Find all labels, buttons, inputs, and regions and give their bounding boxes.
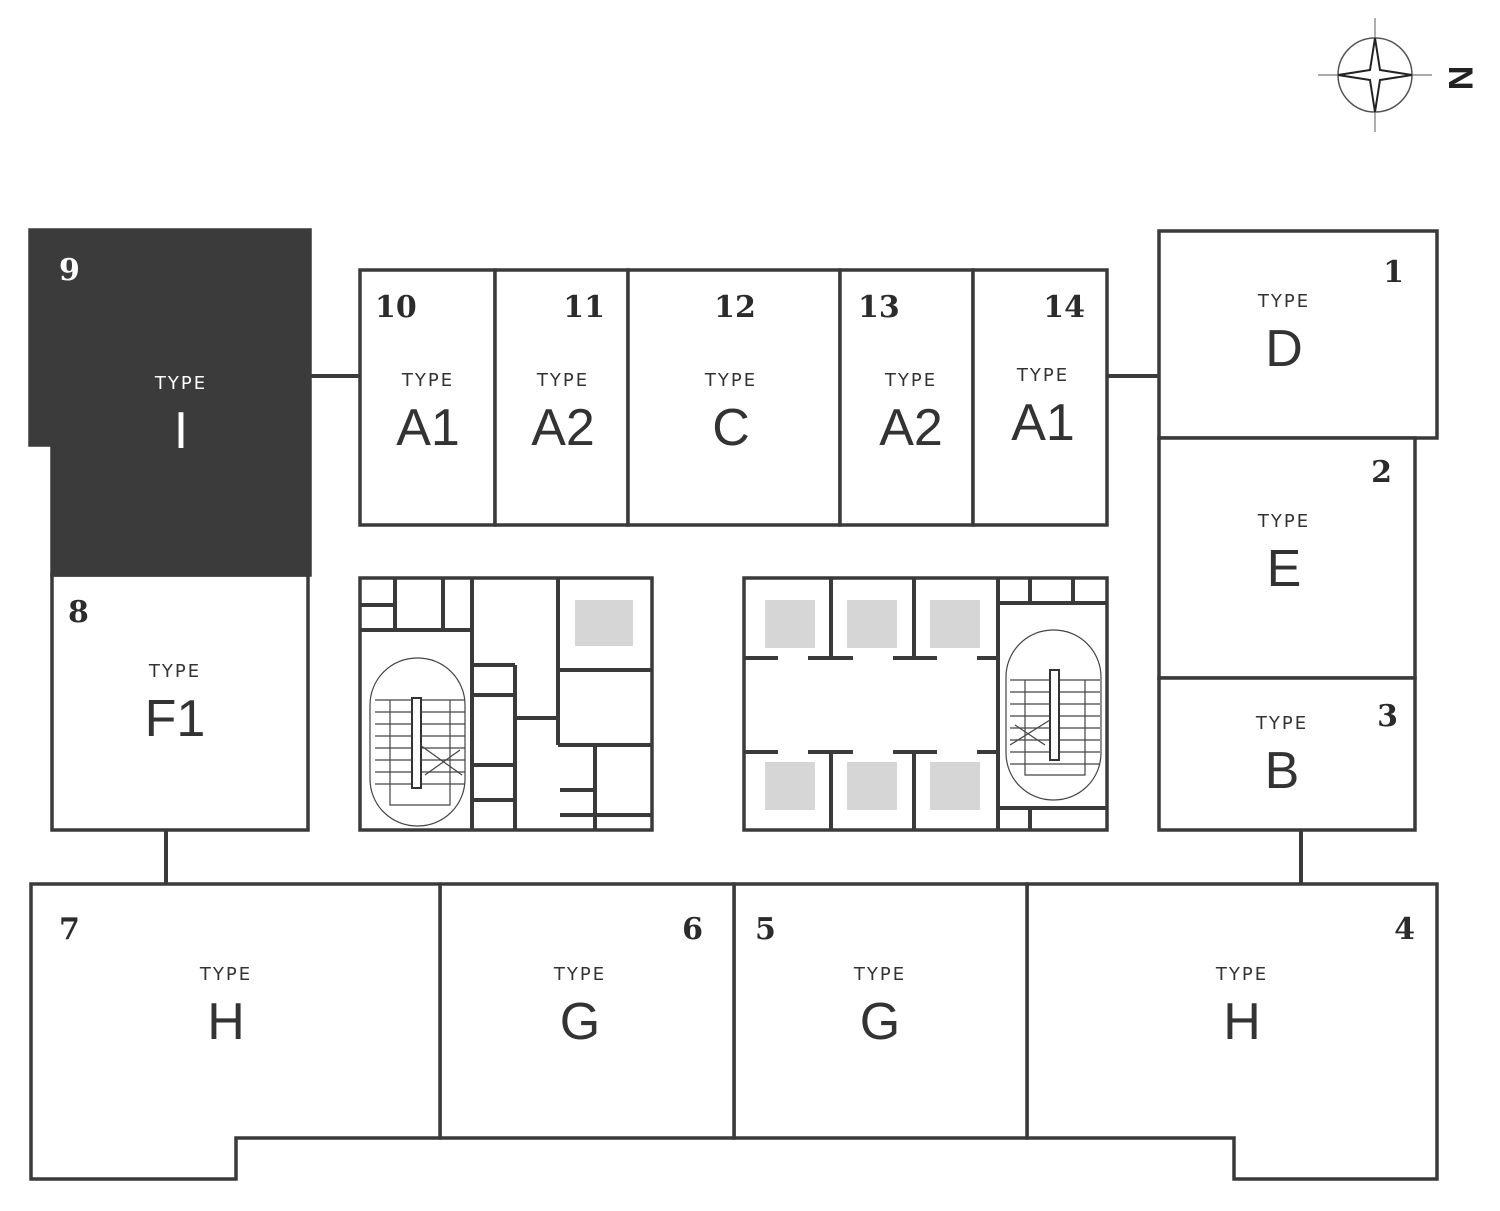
- unit-type: E: [1267, 540, 1302, 598]
- unit-number: 7: [59, 912, 80, 947]
- unit-type: D: [1265, 320, 1303, 378]
- unit-type: B: [1265, 742, 1300, 800]
- unit-outline[interactable]: [971, 268, 1109, 527]
- unit-type-label: TYPE: [536, 370, 589, 391]
- unit-outline[interactable]: [28, 228, 312, 577]
- unit-outline[interactable]: [1157, 229, 1439, 440]
- unit-type: G: [560, 993, 600, 1051]
- corridor-connectors: [164, 374, 1303, 884]
- unit-number: 12: [714, 290, 756, 325]
- unit-type-label: TYPE: [1257, 291, 1310, 312]
- unit-number: 6: [682, 912, 703, 947]
- compass-north-label: N: [1441, 66, 1479, 91]
- unit-type: F1: [145, 690, 206, 748]
- unit-outline[interactable]: [493, 268, 630, 527]
- unit-type: C: [712, 399, 750, 457]
- unit-number: 14: [1043, 290, 1085, 325]
- unit-3[interactable]: 3 TYPE B: [1157, 676, 1417, 832]
- unit-type: H: [1223, 993, 1261, 1051]
- unit-type-label: TYPE: [884, 370, 937, 391]
- unit-type: A2: [531, 399, 595, 457]
- unit-number: 3: [1377, 699, 1398, 734]
- unit-type-label: TYPE: [1016, 365, 1069, 386]
- core-right: [742, 576, 1109, 832]
- core-left: [358, 576, 654, 832]
- unit-number: 2: [1371, 455, 1392, 490]
- unit-number: 13: [858, 290, 900, 325]
- unit-type: A2: [879, 399, 943, 457]
- unit-type: A1: [1011, 394, 1075, 452]
- unit-type: A1: [396, 399, 460, 457]
- unit-type-label: TYPE: [704, 370, 757, 391]
- unit-type-label: TYPE: [199, 964, 252, 985]
- unit-type: H: [207, 993, 245, 1051]
- unit-type-label: TYPE: [1257, 511, 1310, 532]
- unit-type-label: TYPE: [553, 964, 606, 985]
- unit-number: 4: [1394, 912, 1415, 947]
- unit-number: 11: [563, 290, 605, 325]
- unit-number: 1: [1383, 255, 1404, 290]
- north-arrow-icon: N: [1318, 18, 1479, 132]
- lift-shaft: [575, 600, 633, 646]
- unit-type: I: [174, 402, 188, 460]
- unit-outline[interactable]: [1157, 676, 1417, 832]
- unit-number: 5: [755, 912, 776, 947]
- unit-type-label: TYPE: [853, 964, 906, 985]
- unit-type: G: [860, 993, 900, 1051]
- unit-type-label: TYPE: [154, 373, 207, 394]
- unit-type-label: TYPE: [1215, 964, 1268, 985]
- unit-type-label: TYPE: [148, 661, 201, 682]
- unit-number: 9: [59, 253, 80, 288]
- unit-number: 10: [375, 290, 417, 325]
- unit-type-label: TYPE: [1255, 713, 1308, 734]
- unit-type-label: TYPE: [401, 370, 454, 391]
- unit-number: 8: [68, 595, 89, 630]
- unit-outline[interactable]: [29, 882, 442, 1181]
